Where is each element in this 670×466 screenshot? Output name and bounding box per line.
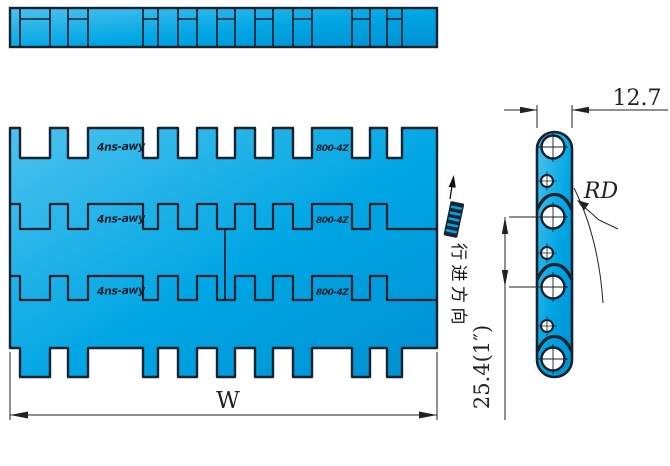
side-view (535, 130, 574, 379)
arrowhead-left-icon (10, 411, 28, 419)
belt-plate (8, 126, 439, 379)
pitch-label: 25.4(1″) (470, 325, 494, 409)
radius-leader (581, 204, 619, 230)
direction-indicator: 行进方向 (443, 175, 468, 329)
link-strip (535, 130, 574, 379)
brand-mark: 4ns-awy (96, 211, 147, 226)
width-dimension: W (9, 352, 438, 420)
radius-label: RD (583, 179, 619, 204)
guide-hole-crosshairs (537, 171, 557, 336)
arrowhead-left-icon (572, 106, 589, 114)
link-width-label: 12.7 (613, 86, 662, 111)
brand-mark: 4ns-awy (96, 139, 147, 154)
brand-marks: 4ns-awy 4ns-awy 4ns-awy 800-4Z 800-4Z 80… (96, 139, 350, 298)
top-view-hinge-lines (19, 8, 403, 47)
radius-callout: RD (573, 179, 619, 304)
brand-mark: 4ns-awy (96, 283, 147, 298)
direction-label: 行进方向 (448, 243, 468, 329)
brand-mark: 800-4Z (316, 288, 349, 298)
pitch-dimension: 25.4(1″) (470, 216, 544, 420)
arrowhead-icon (577, 200, 589, 211)
arrowhead-right-icon (520, 106, 537, 114)
radius-arc (573, 187, 604, 304)
front-view: 4ns-awy 4ns-awy 4ns-awy 800-4Z 800-4Z 80… (8, 126, 439, 379)
arrowhead-up-icon (501, 217, 509, 234)
module-seam-1 (10, 202, 437, 231)
brand-mark: 800-4Z (316, 144, 349, 154)
width-label: W (216, 388, 240, 414)
up-arrow-head-icon (448, 175, 456, 188)
brand-badge-icon (443, 201, 465, 238)
top-view (8, 6, 439, 49)
arrowhead-right-icon (419, 411, 437, 419)
brand-mark: 800-4Z (316, 216, 349, 226)
pin-hole-crosshairs (538, 132, 568, 374)
link-joints (535, 192, 574, 353)
arrowhead-down-icon (501, 270, 509, 287)
link-width-dimension: 12.7 (504, 86, 668, 128)
module-seam-2 (10, 274, 437, 302)
